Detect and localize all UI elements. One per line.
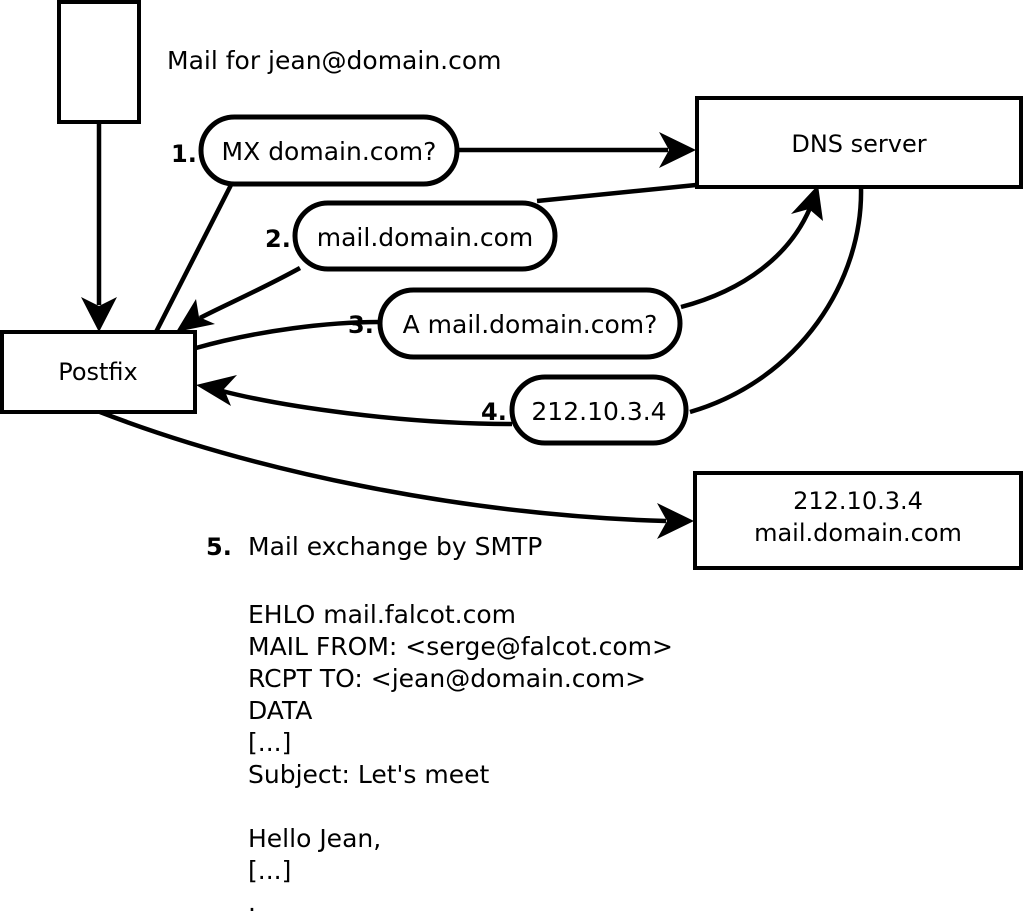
step-3-number: 3. xyxy=(348,311,374,339)
node-client xyxy=(57,0,141,124)
smtp-line-0: EHLO mail.falcot.com xyxy=(248,600,516,629)
smtp-line-2: RCPT TO: <jean@domain.com> xyxy=(248,664,646,693)
edge-dns-to-step4 xyxy=(689,187,864,415)
step-5-label: Mail exchange by SMTP xyxy=(248,532,542,561)
step-3-label: A mail.domain.com? xyxy=(403,310,658,339)
edge-dns-to-step2 xyxy=(536,182,697,204)
edge-postfix-to-step1 xyxy=(153,181,235,334)
step-1-bubble: MX domain.com? xyxy=(198,114,460,187)
node-mail-server-ip: 212.10.3.4 xyxy=(793,487,923,515)
smtp-line-4: [...] xyxy=(248,728,291,757)
edge-postfix-to-step3 xyxy=(195,319,380,351)
step-5-number: 5. xyxy=(206,533,232,561)
step-4-bubble: 212.10.3.4 xyxy=(509,374,689,446)
node-postfix: Postfix xyxy=(0,330,197,414)
step-1-number: 1. xyxy=(171,140,197,168)
node-postfix-label: Postfix xyxy=(58,358,138,386)
node-dns-server-label: DNS server xyxy=(791,130,926,158)
node-mail-server: 212.10.3.4 mail.domain.com xyxy=(693,471,1023,570)
mail-for-caption: Mail for jean@domain.com xyxy=(167,46,502,75)
smtp-line-5: Subject: Let's meet xyxy=(248,760,489,789)
smtp-line-7: Hello Jean, xyxy=(248,824,381,853)
edge-postfix-to-mailserver xyxy=(99,409,694,539)
edge-client-to-postfix xyxy=(81,124,117,332)
step-2-label: mail.domain.com xyxy=(317,223,533,252)
smtp-line-1: MAIL FROM: <serge@falcot.com> xyxy=(248,632,673,661)
step-2-number: 2. xyxy=(265,225,291,253)
smtp-line-8: [...] xyxy=(248,856,291,885)
edge-step2-to-postfix xyxy=(176,266,302,332)
step-2-bubble: mail.domain.com xyxy=(292,200,558,272)
smtp-line-3: DATA xyxy=(248,696,312,725)
step-4-label: 212.10.3.4 xyxy=(531,397,666,426)
node-dns-server: DNS server xyxy=(695,96,1023,189)
edge-step3-to-dns xyxy=(680,185,823,310)
step-3-bubble: A mail.domain.com? xyxy=(377,287,683,360)
node-mail-server-host: mail.domain.com xyxy=(754,519,962,547)
smtp-line-9: . xyxy=(248,888,256,917)
edge-step1-to-dns xyxy=(458,132,696,168)
edge-step4-to-postfix xyxy=(196,375,513,427)
step-4-number: 4. xyxy=(481,398,507,426)
step-1-label: MX domain.com? xyxy=(222,137,437,166)
